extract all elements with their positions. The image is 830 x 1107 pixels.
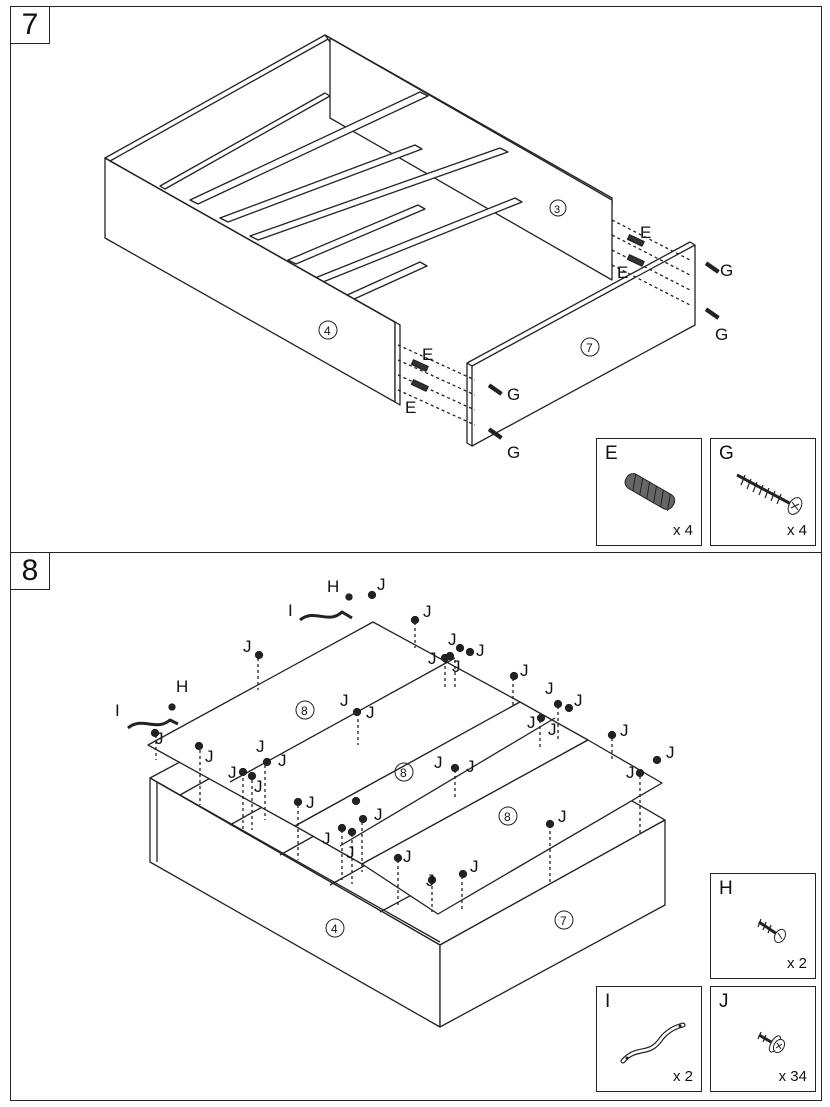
label-screw-j: J xyxy=(426,871,435,890)
label-dowel-e: E xyxy=(640,223,651,242)
legend-i: I x 2 xyxy=(596,986,702,1092)
label-screw-j: J xyxy=(340,691,349,710)
washer-screw-icon xyxy=(757,1031,786,1054)
legend-g-qty: x 4 xyxy=(786,522,807,539)
label-dowel-e: E xyxy=(422,345,433,364)
label-screw-j: J xyxy=(545,679,554,698)
step-7-number: 7 xyxy=(10,6,50,44)
label-screw-j: J xyxy=(448,630,457,649)
legend-h-letter: H xyxy=(719,878,733,899)
panel-7-end xyxy=(439,819,666,1028)
label-screw-g: G xyxy=(720,261,733,280)
label-screw-g: G xyxy=(507,443,520,462)
label-screw-j: J xyxy=(434,753,443,772)
label-screw-j: J xyxy=(574,691,583,710)
label-screw-j: J xyxy=(346,843,355,862)
label-part-7: 7 xyxy=(560,914,567,928)
label-screw-h: H xyxy=(327,577,339,596)
label-screw-j: J xyxy=(374,805,383,824)
label-screw-j: J xyxy=(470,857,479,876)
legend-i-qty: x 2 xyxy=(672,1068,693,1085)
step-8-number: 8 xyxy=(10,552,50,590)
label-screw-j: J xyxy=(466,757,475,776)
legend-h: H x 2 xyxy=(710,873,816,979)
label-screw-j: J xyxy=(366,703,375,722)
label-part-4: 4 xyxy=(331,922,338,936)
legend-j: J x 34 xyxy=(710,986,816,1092)
dowel-icon xyxy=(624,473,676,512)
label-screw-j: J xyxy=(548,720,557,739)
label-screw-j: J xyxy=(322,829,331,848)
legend-e: E x 4 xyxy=(596,438,702,546)
legend-g-letter: G xyxy=(719,443,734,464)
legend-i-letter: I xyxy=(605,991,611,1012)
slat xyxy=(219,144,423,223)
handle-strap xyxy=(127,718,179,730)
legend-j-letter: J xyxy=(719,991,729,1012)
legend-j-qty: x 34 xyxy=(778,1068,807,1085)
label-part-7: 7 xyxy=(586,341,593,355)
label-part-3: 3 xyxy=(554,204,560,216)
label-screw-j: J xyxy=(306,793,315,812)
label-screw-j: J xyxy=(527,713,536,732)
label-screw-j: J xyxy=(476,641,485,660)
label-screw-j: J xyxy=(205,747,214,766)
label-screw-j: J xyxy=(403,847,412,866)
label-screw-j: J xyxy=(256,737,265,756)
handle-strap xyxy=(299,610,353,622)
label-dowel-e: E xyxy=(617,263,628,282)
label-part-8: 8 xyxy=(504,810,511,824)
short-screw-icon xyxy=(757,918,787,944)
slat xyxy=(249,147,509,241)
label-screw-j: J xyxy=(666,743,675,762)
slat xyxy=(189,91,429,205)
label-screw-j: J xyxy=(520,661,529,680)
label-dowel-e: E xyxy=(405,398,416,417)
label-screw-j: J xyxy=(626,763,635,782)
label-screw-j: J xyxy=(377,575,386,594)
legend-g: G x 4 xyxy=(710,438,816,546)
legend-e-qty: x 4 xyxy=(672,522,693,539)
slat xyxy=(159,92,331,190)
legend-h-qty: x 2 xyxy=(786,955,807,972)
label-screw-g: G xyxy=(507,385,520,404)
label-screw-j: J xyxy=(228,763,237,782)
label-screw-j: J xyxy=(243,637,252,656)
label-screw-j: J xyxy=(254,777,263,796)
label-screw-g: G xyxy=(715,325,728,344)
label-part-8: 8 xyxy=(301,704,308,718)
label-screw-j: J xyxy=(428,649,437,668)
label-part-4: 4 xyxy=(324,324,331,338)
label-screw-j: J xyxy=(620,721,629,740)
label-handle-i: I xyxy=(115,701,120,720)
legend-e-letter: E xyxy=(605,443,618,464)
screw-icon xyxy=(736,473,803,515)
step-7-drawing: 3 4 7 E E E E G G G G xyxy=(104,34,733,462)
label-screw-h: H xyxy=(176,677,188,696)
label-screw-j: J xyxy=(558,807,567,826)
label-screw-j: J xyxy=(155,729,164,748)
slat xyxy=(287,204,426,265)
label-screw-j: J xyxy=(423,602,432,621)
label-handle-i: I xyxy=(288,601,293,620)
label-screw-j: J xyxy=(278,751,287,770)
label-screw-j: J xyxy=(452,657,461,676)
label-part-8: 8 xyxy=(400,766,407,780)
bottom-board-3 xyxy=(361,739,663,915)
handle-strap-icon xyxy=(620,1022,686,1064)
